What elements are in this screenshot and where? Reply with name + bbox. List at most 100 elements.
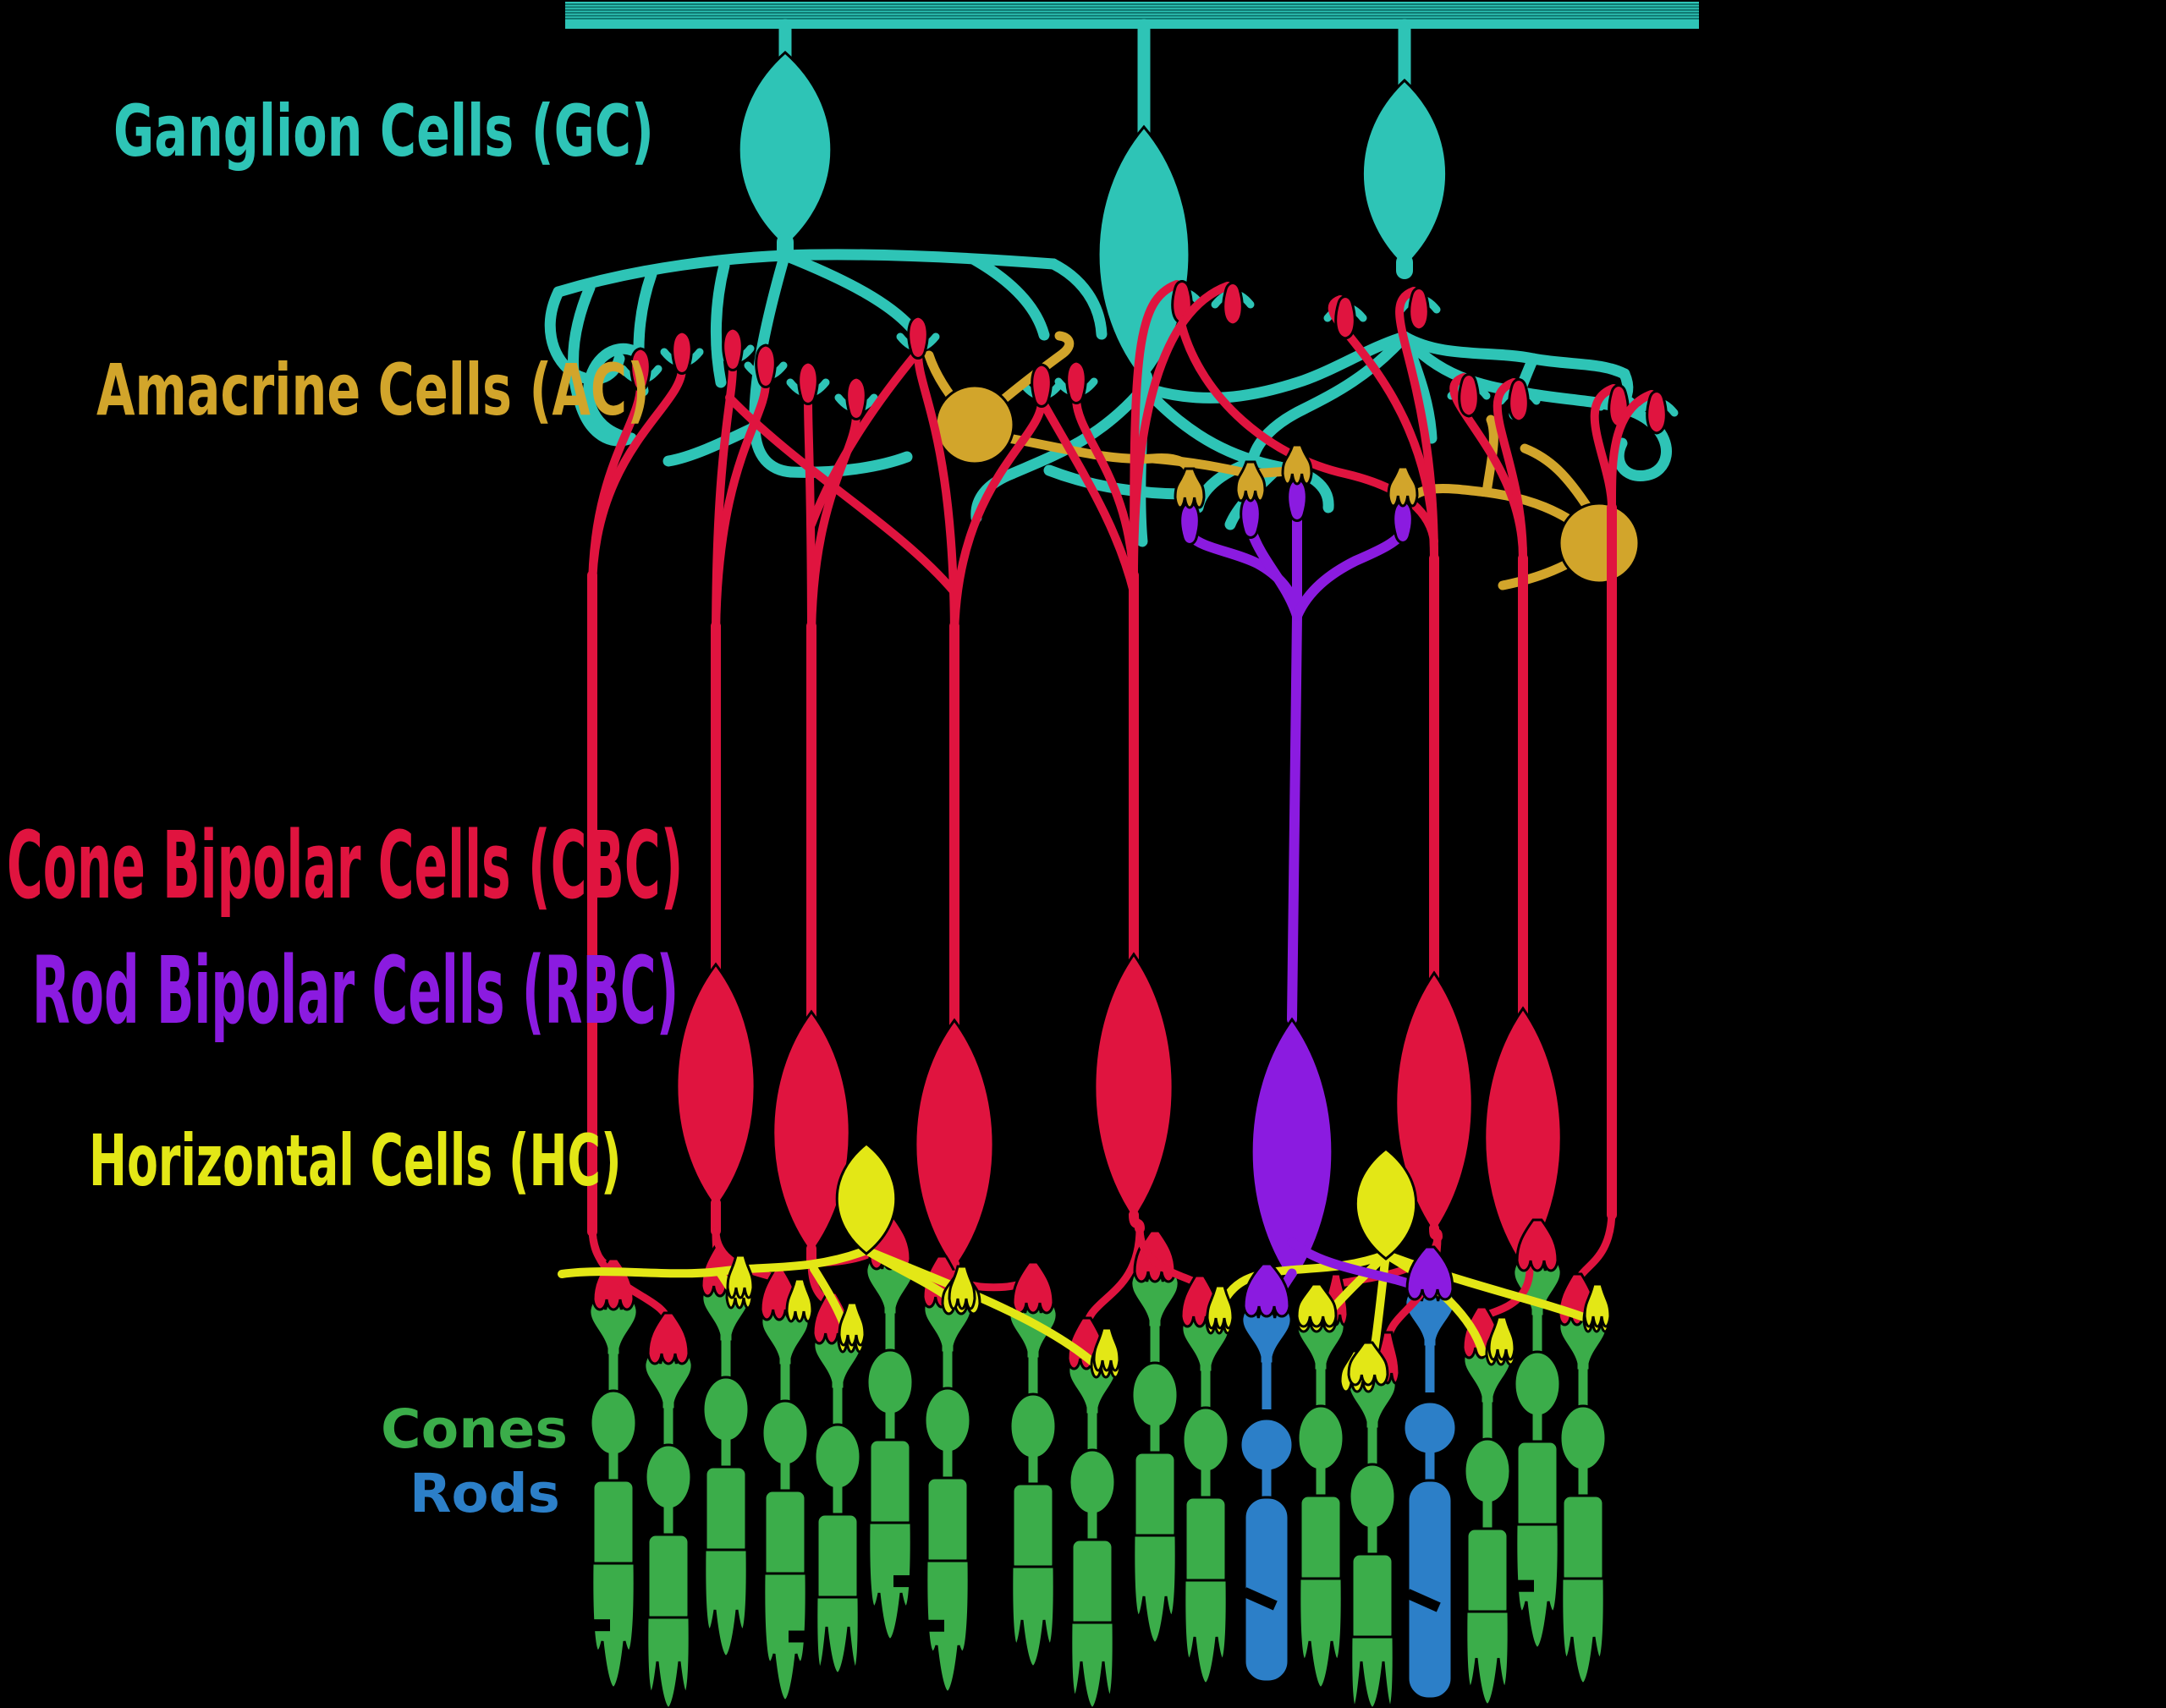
cone-outer-segment bbox=[1298, 1577, 1344, 1689]
cone-photoreceptor bbox=[1067, 1356, 1118, 1708]
amacrine-soma bbox=[934, 384, 1015, 465]
horizontal-cell-cap bbox=[1092, 1326, 1121, 1372]
cone-photoreceptor bbox=[1558, 1312, 1608, 1685]
bipolar-dendrite-club bbox=[1065, 360, 1087, 404]
cone-photoreceptor bbox=[1347, 1370, 1398, 1708]
cone-bipolar-cell bbox=[907, 315, 1053, 1279]
cone-photoreceptor bbox=[1180, 1314, 1231, 1685]
cone-bipolar-cell bbox=[1449, 373, 1563, 1274]
rod-photoreceptor bbox=[1402, 1288, 1458, 1700]
horizontal-cell-soma bbox=[1354, 1147, 1418, 1260]
cone-bipolar-soma bbox=[914, 1018, 995, 1271]
rod-bipolar-dendrite-club bbox=[1179, 501, 1201, 546]
cone-bipolar-soma bbox=[1483, 1006, 1563, 1270]
bipolar-dendrite-club bbox=[1334, 295, 1356, 340]
cone-bipolar-cell bbox=[1065, 280, 1244, 1233]
cone-outer-segment bbox=[703, 1548, 749, 1658]
rod-bipolar-terminal-cap bbox=[1405, 1245, 1454, 1301]
rod-outer-segment bbox=[1243, 1496, 1290, 1683]
cone-bipolar-cell bbox=[675, 327, 777, 1236]
horizontal-cells bbox=[558, 1142, 1612, 1393]
cone-photoreceptor bbox=[760, 1307, 811, 1702]
label-rods: Rods bbox=[410, 1463, 560, 1524]
cone-outer-segment bbox=[1465, 1610, 1510, 1706]
bipolar-dendrite-club bbox=[907, 315, 929, 360]
horizontal-cell-soma bbox=[835, 1142, 898, 1255]
cone-outer-segment bbox=[867, 1521, 913, 1641]
cone-photoreceptor bbox=[1008, 1300, 1058, 1668]
bipolar-dendrite-club bbox=[1508, 378, 1530, 423]
horizontal-cell-cap bbox=[726, 1254, 755, 1299]
cone-photoreceptor bbox=[1295, 1312, 1346, 1689]
cone-photoreceptor bbox=[1462, 1345, 1513, 1706]
cone-bipolar-soma bbox=[772, 1009, 851, 1256]
cone-photoreceptor bbox=[1130, 1269, 1180, 1645]
cone-photoreceptor bbox=[701, 1283, 751, 1658]
rod-outer-segment bbox=[1406, 1479, 1454, 1700]
cone-outer-segment bbox=[762, 1572, 808, 1702]
bipolar-dendrite-club bbox=[1646, 390, 1668, 435]
amacrine-cells bbox=[924, 331, 1641, 590]
cone-outer-segment bbox=[925, 1559, 970, 1694]
cone-outer-segment bbox=[1183, 1579, 1229, 1685]
cone-outer-segment bbox=[1560, 1577, 1606, 1685]
bipolar-dendrite-club bbox=[1031, 363, 1053, 408]
rod-photoreceptor bbox=[1239, 1305, 1295, 1683]
cone-outer-segment bbox=[1010, 1565, 1056, 1668]
cone-bipolar-terminal-cap bbox=[646, 1311, 690, 1365]
cone-outer-segment bbox=[591, 1562, 636, 1689]
rod-bipolar-terminals bbox=[1242, 1237, 1454, 1318]
label-horizontal-cells: Horizontal Cells (HC) bbox=[89, 1119, 622, 1202]
cone-outer-segment bbox=[1515, 1523, 1560, 1650]
rod-bipolar-dendrite-club bbox=[1286, 477, 1308, 522]
cone-bipolar-soma bbox=[675, 962, 756, 1211]
cone-bipolar-cell bbox=[1328, 287, 1474, 1242]
cone-photoreceptor bbox=[865, 1256, 915, 1641]
cone-photoreceptor bbox=[1512, 1258, 1563, 1650]
bipolar-dendrite-club bbox=[722, 327, 744, 371]
cone-photoreceptor bbox=[812, 1331, 863, 1675]
nerve-fiber-band bbox=[565, 2, 1699, 29]
bipolar-dendrite-club bbox=[797, 360, 819, 405]
ganglion-cell bbox=[1361, 19, 1448, 279]
bipolar-dendrite-club bbox=[629, 347, 651, 392]
amacrine-contact-tip bbox=[1234, 460, 1267, 503]
label-rod-bipolar-cells: Rod Bipolar Cells (RBC) bbox=[32, 936, 679, 1045]
cone-outer-segment bbox=[1350, 1635, 1395, 1708]
label-cones: Cones bbox=[381, 1398, 569, 1460]
horizontal-cell-cap bbox=[1206, 1284, 1234, 1330]
ganglion-soma bbox=[737, 50, 833, 250]
bipolar-dendrite-club bbox=[845, 376, 867, 420]
cone-photoreceptor bbox=[922, 1294, 973, 1694]
amacrine-soma bbox=[1558, 502, 1641, 585]
cone-photoreceptor bbox=[643, 1351, 694, 1708]
bipolar-dendrite-club bbox=[1458, 373, 1480, 418]
amacrine-contact-tip bbox=[1281, 443, 1313, 486]
bipolar-dendrite-club bbox=[671, 330, 693, 375]
bipolar-dendrite-club bbox=[1222, 282, 1244, 327]
horizontal-cell-cap bbox=[1583, 1282, 1612, 1328]
rod-bipolar-dendrite-club bbox=[1392, 499, 1414, 544]
horizontal-cell-cap bbox=[785, 1277, 814, 1323]
horizontal-cell-cap bbox=[948, 1265, 976, 1310]
cone-outer-segment bbox=[646, 1616, 691, 1708]
cone-outer-segment bbox=[1132, 1534, 1178, 1645]
cone-bipolar-terminal-cap bbox=[1515, 1218, 1559, 1272]
rod-bipolar-terminal-cap bbox=[1242, 1262, 1291, 1318]
rod-bipolar-dendrite-club bbox=[1240, 494, 1262, 539]
cone-bipolar-cells bbox=[586, 280, 1668, 1279]
cone-bipolar-cell bbox=[772, 360, 867, 1267]
amacrine-contact-tip bbox=[1174, 467, 1206, 509]
horizontal-cell-cap bbox=[838, 1301, 866, 1347]
label-amacrine-cells: Amacrine Cells (AC) bbox=[96, 349, 650, 431]
cone-outer-segment bbox=[815, 1595, 860, 1675]
cone-bipolar-terminal-cap bbox=[1011, 1260, 1055, 1315]
horizontal-cell-cap bbox=[1347, 1341, 1389, 1387]
rod-bipolar-soma bbox=[1250, 1017, 1334, 1287]
cone-bipolar-cell bbox=[586, 330, 693, 1237]
bipolar-dendrite-club bbox=[755, 343, 777, 388]
label-ganglion-cells: Ganglion Cells (GC) bbox=[113, 90, 654, 173]
cone-bipolar-cell bbox=[1590, 384, 1668, 1220]
